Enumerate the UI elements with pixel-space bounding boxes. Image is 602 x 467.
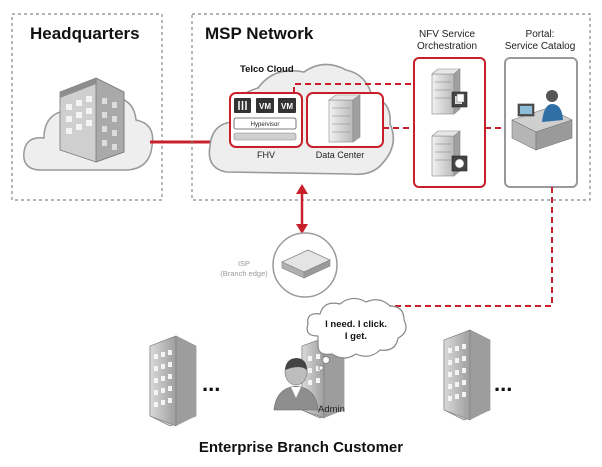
host-hardware-icon: [233, 132, 297, 141]
isp-branch-edge: [272, 232, 338, 298]
data-center-box: [306, 92, 384, 148]
admin-label: Admin: [318, 404, 345, 415]
orchestrator-server-icon: [431, 68, 468, 115]
isp-label-line1: ISP: [238, 259, 250, 268]
nfv-title-line1: NFV Service: [419, 29, 476, 40]
footer-title: Enterprise Branch Customer: [199, 439, 403, 456]
telco-cloud-label: Telco Cloud: [240, 64, 294, 75]
vnf-manager-server-icon: [431, 130, 468, 177]
portal-title-line2: Service Catalog: [505, 41, 576, 52]
msp-network-section: MSP Network Telco Cloud VM VM Hypervisor…: [191, 13, 591, 201]
fhv-to-nfv-link: [293, 83, 414, 93]
nfv-title-line2: Orchestration: [417, 41, 477, 52]
msp-network-title: MSP Network: [205, 24, 314, 43]
hypervisor-label: Hypervisor: [251, 122, 280, 128]
branch-building-left-icon: [149, 335, 197, 427]
portal-to-admin-link: [325, 187, 553, 318]
headquarters-title: Headquarters: [30, 24, 140, 43]
admin-person-icon: [273, 358, 319, 411]
vm-label-1: VM: [259, 102, 271, 111]
bubble-text-line1: I need. I click.: [325, 319, 387, 330]
data-center-label: Data Center: [316, 150, 365, 160]
vm-label-2: VM: [281, 102, 293, 111]
ellipsis-left: ...: [202, 371, 220, 396]
portal-title-line1: Portal:: [526, 29, 555, 40]
portal-operator-icon: [511, 90, 573, 151]
headquarters-section: Headquarters: [11, 13, 163, 201]
fhv-box: VM VM Hypervisor: [229, 92, 303, 148]
data-center-server-icon: [328, 94, 361, 143]
isp-label-line2: (Branch edge): [220, 269, 268, 278]
hypervisor-bar: [233, 117, 297, 130]
ellipsis-right: ...: [494, 371, 512, 396]
bubble-text-line2: I get.: [345, 331, 367, 342]
vm-box-1: [256, 98, 274, 113]
fhv-label: FHV: [257, 150, 275, 160]
cloud-isp-double-arrow: [296, 184, 308, 234]
vm-box-2: [278, 98, 296, 113]
headquarters-building-icon: [59, 77, 125, 163]
branch-building-right-icon: [443, 329, 491, 421]
router-icon: [281, 249, 331, 279]
thought-bubble: [306, 297, 407, 371]
